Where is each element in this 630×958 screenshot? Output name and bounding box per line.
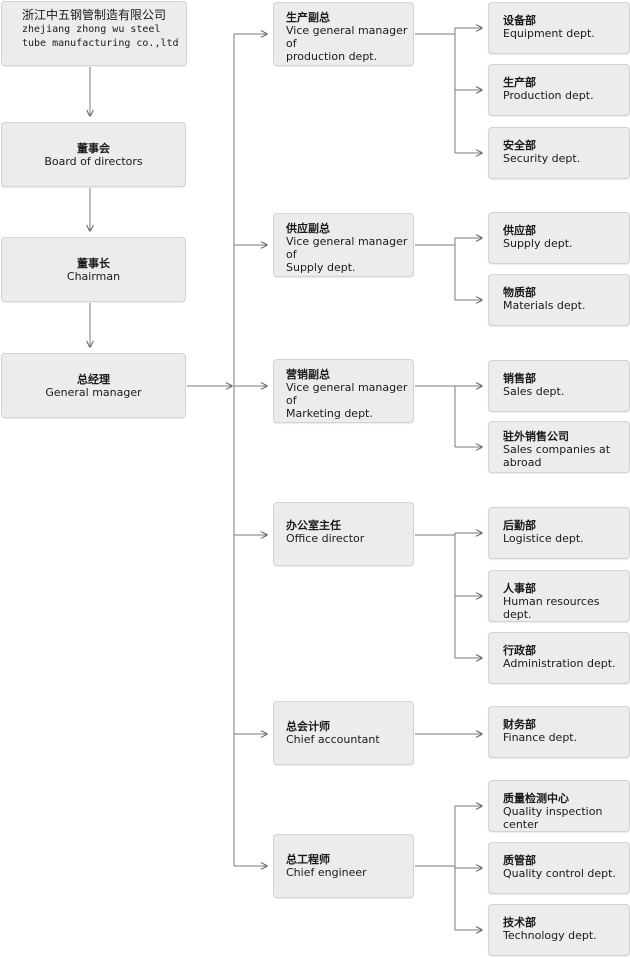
- board-of-directors-node: 董事会 Board of directors: [1, 122, 186, 187]
- node-title-zh: 物质部: [503, 286, 536, 299]
- node-title-zh: 驻外销售公司: [503, 430, 569, 443]
- node-title-en: Finance dept.: [503, 731, 578, 744]
- node-title-en: Vice general manager of: [286, 24, 408, 50]
- security-dept-node: 安全部 Security dept.: [488, 127, 630, 179]
- node-title-en: Sales dept.: [503, 385, 565, 398]
- supply-dept-node: 供应部 Supply dept.: [488, 212, 630, 264]
- sales-companies-abroad-node: 驻外销售公司 Sales companies at abroad: [488, 421, 630, 473]
- node-title-en: Logistice dept.: [503, 532, 584, 545]
- production-vice-manager-node: 生产副总 Vice general manager of production …: [273, 2, 414, 66]
- node-title-en: Human resources dept.: [503, 595, 600, 621]
- node-title-zh: 人事部: [503, 582, 536, 595]
- node-title-en: General manager: [45, 385, 142, 399]
- chairman-node: 董事长 Chairman: [1, 237, 186, 302]
- node-title-zh: 总经理: [77, 372, 110, 386]
- administration-dept-node: 行政部 Administration dept.: [488, 632, 630, 684]
- node-title-en: Technology dept.: [503, 929, 597, 942]
- node-title-en-line2: Marketing dept.: [286, 407, 373, 420]
- node-title-zh: 供应副总: [286, 222, 330, 235]
- node-title-en: Security dept.: [503, 152, 581, 165]
- node-title-en: Sales companies at: [503, 443, 611, 456]
- node-title-zh: 财务部: [503, 718, 536, 731]
- node-title-en-line2: production dept.: [286, 50, 378, 63]
- node-title-en: Vice general manager of: [286, 381, 408, 407]
- node-title-en: Vice general manager of: [286, 235, 408, 261]
- node-title-zh: 总工程师: [286, 853, 330, 866]
- company-name-en-line2: tube manufacturing co.,ltd: [22, 38, 179, 49]
- node-title-en: Board of directors: [44, 154, 143, 168]
- sales-dept-node: 销售部 Sales dept.: [488, 360, 630, 412]
- node-title-en-line2: Supply dept.: [286, 261, 356, 274]
- company-name-en-line1: zhejiang zhong wu steel: [22, 24, 161, 35]
- equipment-dept-node: 设备部 Equipment dept.: [488, 2, 630, 54]
- node-title-zh: 办公室主任: [286, 519, 341, 532]
- finance-dept-node: 财务部 Finance dept.: [488, 706, 630, 758]
- quality-inspection-center-node: 质量检测中心 Quality inspection center: [488, 780, 630, 832]
- node-title-zh: 质管部: [503, 854, 536, 867]
- office-director-node: 办公室主任 Office director: [273, 502, 414, 566]
- node-title-en: Supply dept.: [503, 237, 573, 250]
- node-title-en: Chairman: [66, 269, 121, 283]
- node-title-zh: 销售部: [503, 372, 536, 385]
- node-title-zh: 技术部: [503, 916, 536, 929]
- node-title-zh: 安全部: [503, 139, 536, 152]
- node-title-en: Chief engineer: [286, 866, 367, 879]
- node-title-zh: 营销副总: [286, 368, 330, 381]
- chief-engineer-node: 总工程师 Chief engineer: [273, 834, 414, 898]
- node-title-zh: 设备部: [503, 14, 536, 27]
- node-title-zh: 后勤部: [503, 519, 536, 532]
- node-title-zh: 总会计师: [286, 720, 330, 733]
- node-title-en: Production dept.: [503, 89, 594, 102]
- materials-dept-node: 物质部 Materials dept.: [488, 274, 630, 326]
- node-title-zh: 行政部: [503, 644, 536, 657]
- quality-control-dept-node: 质管部 Quality control dept.: [488, 842, 630, 894]
- company-name-box: 浙江中五钢管制造有限公司 zhejiang zhong wu steel tub…: [1, 1, 187, 66]
- marketing-vice-manager-node: 营销副总 Vice general manager of Marketing d…: [273, 359, 414, 423]
- node-title-zh: 生产副总: [286, 11, 330, 24]
- node-title-en: Chief accountant: [286, 733, 380, 746]
- node-title-en: Equipment dept.: [503, 27, 595, 40]
- node-title-zh: 生产部: [503, 76, 536, 89]
- node-title-en: Quality control dept.: [503, 867, 616, 880]
- node-title-en: Office director: [286, 532, 365, 545]
- node-title-zh: 供应部: [503, 224, 536, 237]
- chief-accountant-node: 总会计师 Chief accountant: [273, 701, 414, 765]
- node-title-en: Administration dept.: [503, 657, 616, 670]
- node-title-en: Quality inspection center: [503, 805, 603, 831]
- logistics-dept-node: 后勤部 Logistice dept.: [488, 507, 630, 559]
- company-name-zh: 浙江中五钢管制造有限公司: [22, 8, 167, 22]
- general-manager-node: 总经理 General manager: [1, 353, 186, 418]
- production-dept-node: 生产部 Production dept.: [488, 64, 630, 116]
- human-resources-dept-node: 人事部 Human resources dept.: [488, 570, 630, 622]
- technology-dept-node: 技术部 Technology dept.: [488, 904, 630, 956]
- supply-vice-manager-node: 供应副总 Vice general manager of Supply dept…: [273, 213, 414, 277]
- node-title-en-line2: abroad: [503, 456, 542, 469]
- node-title-en: Materials dept.: [503, 299, 586, 312]
- node-title-zh: 董事长: [77, 256, 110, 270]
- node-title-zh: 质量检测中心: [503, 792, 569, 805]
- node-title-zh: 董事会: [77, 141, 110, 155]
